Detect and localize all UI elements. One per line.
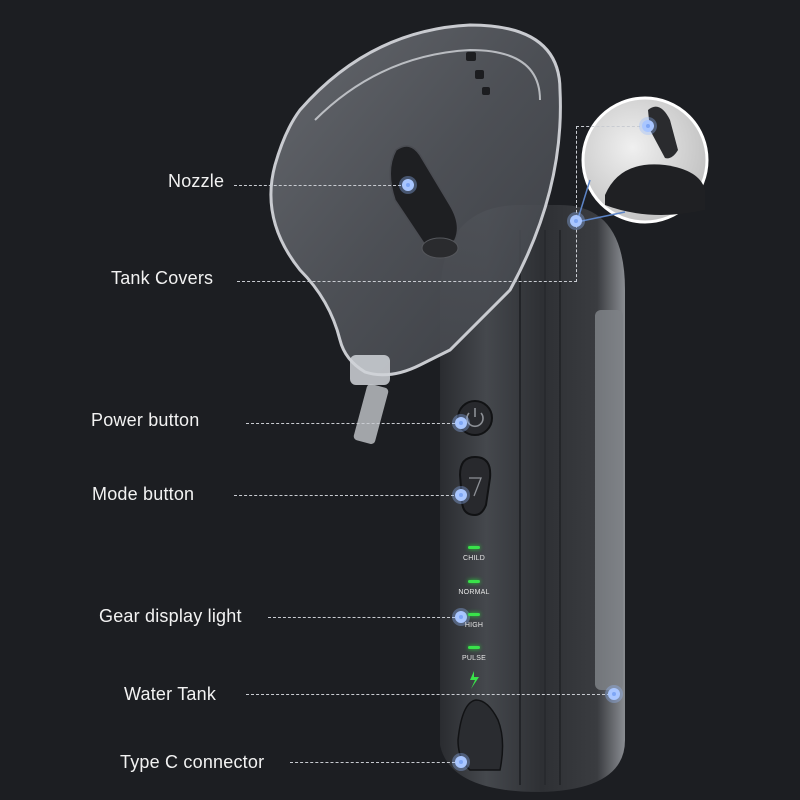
transparent-tank [269,23,562,444]
marker-dot-nozzle [402,179,414,191]
callout-label-power-button: Power button [91,410,200,430]
led-indicator-high [468,613,480,616]
callout-label-water-tank: Water Tank [124,684,217,704]
power-symbol-icon [458,401,492,435]
callout-label-type-c-connector: Type C connector [120,752,265,772]
led-indicator-child [468,546,480,549]
leader-line-power-button [246,423,460,424]
marker-dot-water-tank [608,688,620,700]
mode-button-shape [458,455,492,517]
callout-label-nozzle: Nozzle [168,171,225,191]
tank-cover-inset [576,96,709,224]
leader-line-type-c-connector [290,762,460,763]
marker-dot-gear-display-light [455,611,467,623]
marker-dot-inset [642,120,654,132]
callout-label-mode-button: Mode button [92,484,195,504]
leader-line-gear-display-light [268,617,460,618]
led-indicator-normal [468,580,480,583]
gear-label-child: CHILD [462,555,485,562]
leader-line-tank-covers-vertical [576,126,577,282]
type-c-cover [457,699,504,771]
marker-dot-mode-button [455,489,467,501]
leader-line-water-tank [246,694,610,695]
gear-label-high: HIGH [464,622,484,629]
water-tank-body [440,205,625,792]
marker-dot-type-c-connector [455,756,467,768]
callout-label-tank-covers: Tank Covers [111,268,214,288]
lightning-bolt-icon [470,671,480,689]
leader-line-mode-button [234,495,459,496]
leader-line-nozzle [234,185,406,186]
marker-dot-power-button [455,417,467,429]
gear-label-pulse: PULSE [462,655,486,662]
leader-line-tank-covers-inset [576,126,640,127]
led-indicator-pulse [468,646,480,649]
gear-label-normal: NORMAL [458,589,490,596]
leader-line-tank-covers [237,281,577,282]
callout-label-gear-display-light: Gear display light [99,606,242,626]
marker-dot-tank-cover [570,215,582,227]
